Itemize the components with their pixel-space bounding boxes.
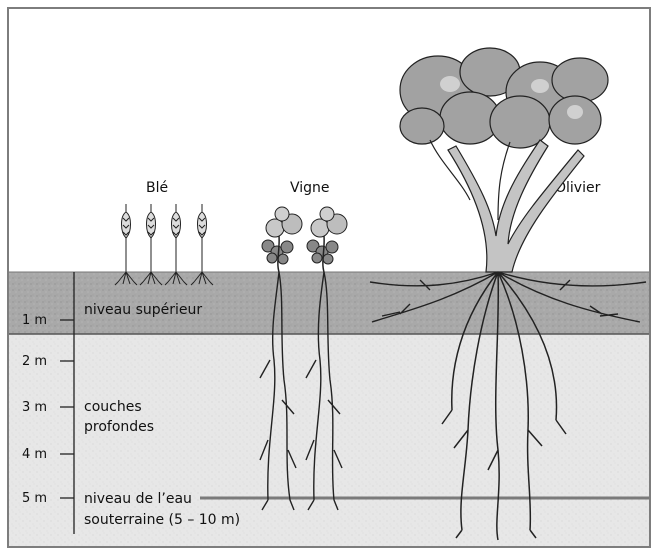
groundwater-label-line1: niveau de l’eau [84,491,192,507]
depth-label-3m: 3 m [22,400,47,415]
depth-label-1m: 1 m [22,313,47,328]
depth-label-4m: 4 m [22,447,47,462]
wheat-label: Blé [146,180,168,196]
depth-label-5m: 5 m [22,491,47,506]
deep-layer-label-line2: profondes [84,419,154,435]
vine-label: Vigne [290,180,330,196]
deep-layer-label-line1: couches [84,399,142,415]
olive-canopy [400,48,608,148]
olive-trunk [448,140,584,272]
upper-layer-label: niveau supérieur [84,302,202,318]
groundwater-label-line2: souterraine (5 – 10 m) [84,512,240,528]
depth-label-2m: 2 m [22,354,47,369]
